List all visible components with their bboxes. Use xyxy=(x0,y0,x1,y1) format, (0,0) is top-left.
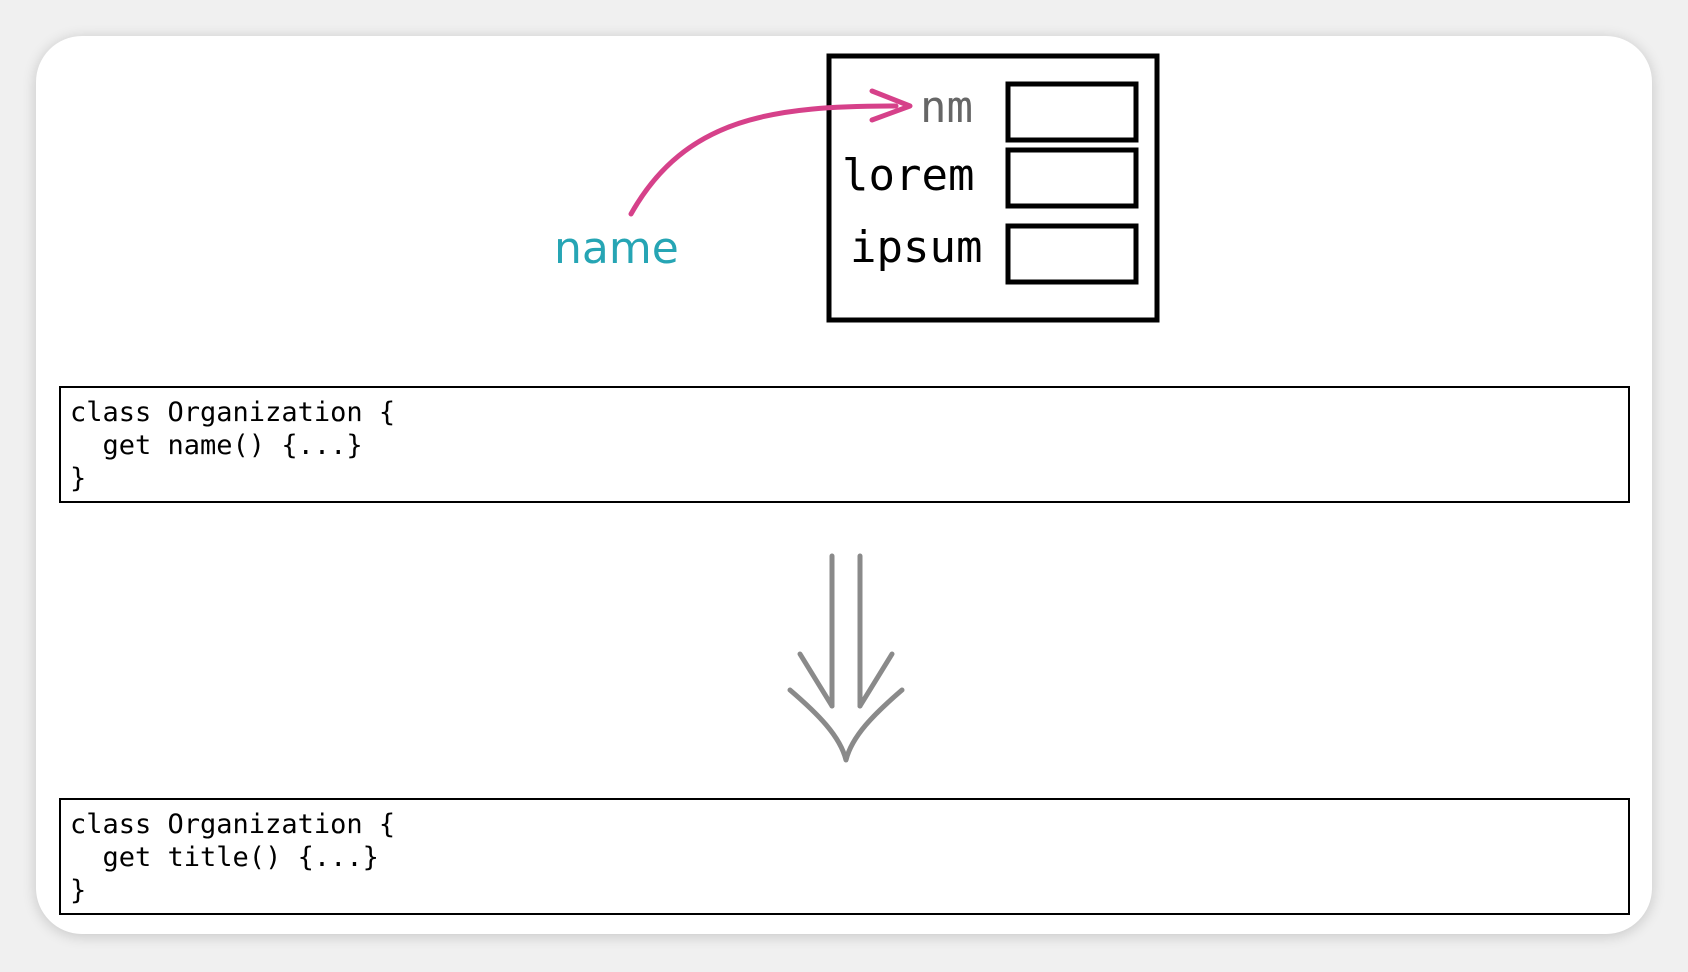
field-label-ipsum: ipsum xyxy=(850,222,982,273)
code-line: } xyxy=(70,875,87,906)
field-label-lorem: lorem xyxy=(842,150,974,201)
code-line: class Organization { xyxy=(70,809,396,840)
code-block-before: class Organization { get name() {...} } xyxy=(59,386,1630,503)
transform-arrow-icon xyxy=(787,553,905,763)
record-box xyxy=(826,53,1160,323)
field-slot-lorem xyxy=(1005,147,1139,209)
field-slot-nm xyxy=(1005,81,1139,143)
pointer-arrow xyxy=(628,103,899,217)
diagram-card: nm lorem ipsum name class Organization {… xyxy=(36,36,1652,934)
pointer-arrowhead-icon xyxy=(869,88,913,123)
code-line: } xyxy=(70,463,87,494)
code-line: get title() {...} xyxy=(70,842,379,873)
pointer-label: name xyxy=(554,223,679,274)
code-block-after: class Organization { get title() {...} } xyxy=(59,798,1630,915)
record-diagram: nm lorem ipsum name xyxy=(554,53,1160,323)
code-line: class Organization { xyxy=(70,397,396,428)
code-line: get name() {...} xyxy=(70,430,363,461)
field-slot-ipsum xyxy=(1005,223,1139,285)
field-label-nm: nm xyxy=(920,82,973,133)
